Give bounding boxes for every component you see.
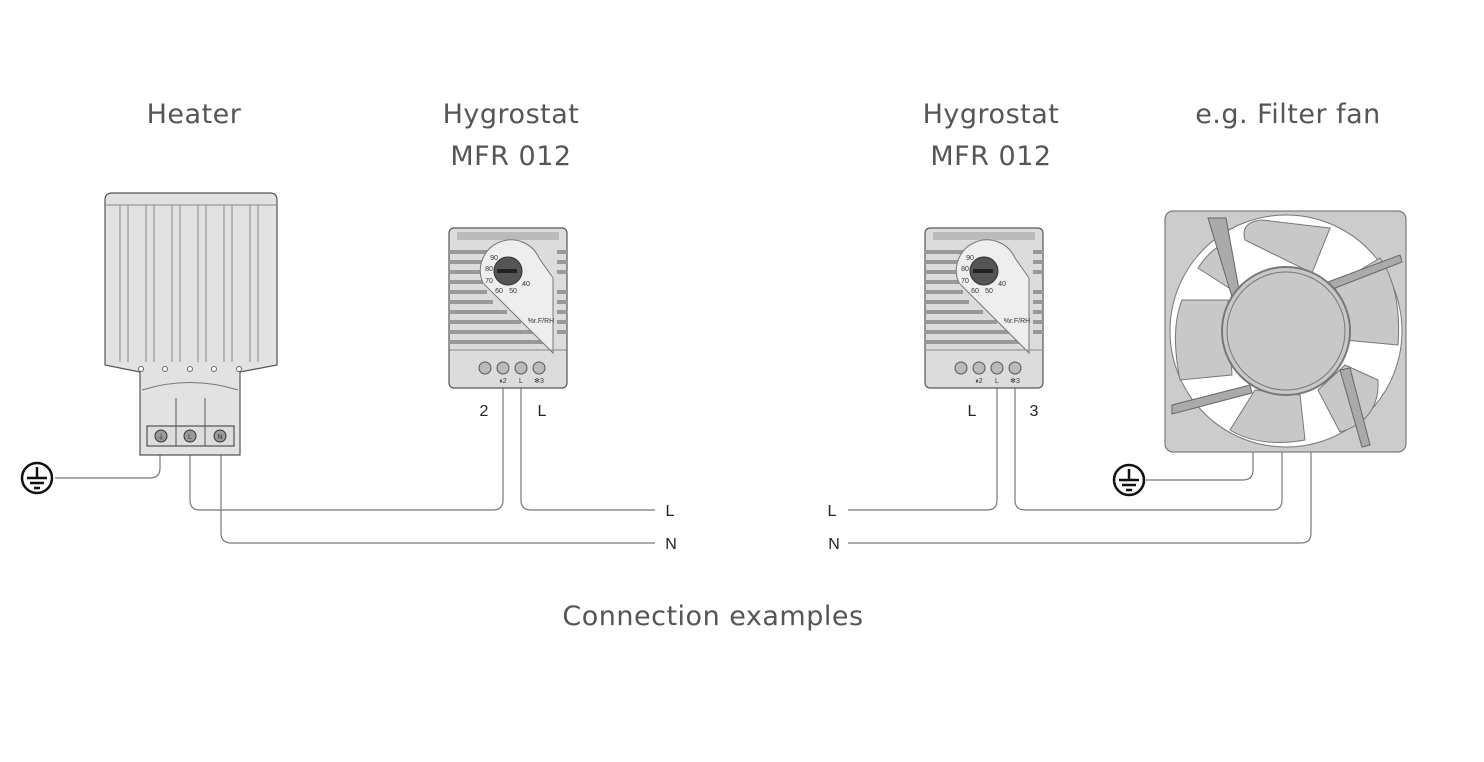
wire-label: L xyxy=(968,403,977,420)
wire-label: N xyxy=(665,536,677,553)
svg-text:⏸2: ⏸2 xyxy=(975,378,983,385)
hygrostat-right-model: MFR 012 xyxy=(930,141,1051,172)
caption: Connection examples xyxy=(562,601,863,632)
wire-label: L xyxy=(666,503,675,520)
heater: ⏚ L N xyxy=(104,192,278,456)
svg-text:L: L xyxy=(995,378,999,385)
hygrostat-right-title: Hygrostat xyxy=(923,99,1060,130)
svg-text:70: 70 xyxy=(961,278,969,285)
hygrostat-right: 90 80 70 60 50 40 %r.F/RH ⏸2 L ✻3 xyxy=(924,227,1044,389)
heater-terminal-ground: ⏚ xyxy=(154,429,168,443)
svg-text:L: L xyxy=(519,378,523,385)
svg-text:50: 50 xyxy=(985,288,993,295)
ground-icon xyxy=(1112,463,1146,497)
svg-text:%r.F/RH: %r.F/RH xyxy=(1004,318,1030,325)
svg-text:80: 80 xyxy=(485,266,493,273)
svg-text:60: 60 xyxy=(971,288,979,295)
svg-text:40: 40 xyxy=(522,281,530,288)
svg-text:70: 70 xyxy=(485,278,493,285)
svg-text:✻3: ✻3 xyxy=(534,377,544,385)
right-wiring xyxy=(848,375,1312,544)
heater-terminal-n: N xyxy=(213,429,227,443)
svg-text:40: 40 xyxy=(998,281,1006,288)
fan-title: e.g. Filter fan xyxy=(1195,99,1381,130)
heater-terminal-l: L xyxy=(183,429,197,443)
svg-text:60: 60 xyxy=(495,288,503,295)
svg-text:90: 90 xyxy=(490,255,498,262)
svg-text:⏚: ⏚ xyxy=(158,433,165,441)
svg-text:%r.F/RH: %r.F/RH xyxy=(528,318,554,325)
svg-text:50: 50 xyxy=(509,288,517,295)
hygrostat-left-title: Hygrostat xyxy=(443,99,580,130)
svg-text:N: N xyxy=(217,434,222,441)
svg-text:80: 80 xyxy=(961,266,969,273)
heater-title: Heater xyxy=(147,99,242,130)
wire-label: N xyxy=(828,536,840,553)
svg-text:90: 90 xyxy=(966,255,974,262)
wire-label: L xyxy=(828,503,837,520)
svg-text:L: L xyxy=(188,434,192,441)
ground-icon xyxy=(20,461,54,495)
svg-text:⏸2: ⏸2 xyxy=(499,378,507,385)
svg-text:✻3: ✻3 xyxy=(1010,377,1020,385)
left-wiring xyxy=(55,375,655,544)
hygrostat-left-model: MFR 012 xyxy=(450,141,571,172)
wire-label: L xyxy=(538,403,547,420)
filter-fan xyxy=(1164,210,1407,453)
wire-label: 3 xyxy=(1030,403,1039,420)
wire-label: 2 xyxy=(480,403,489,420)
hygrostat-left: 90 80 70 60 50 40 %r.F/RH ⏸2 L ✻3 xyxy=(448,227,568,389)
